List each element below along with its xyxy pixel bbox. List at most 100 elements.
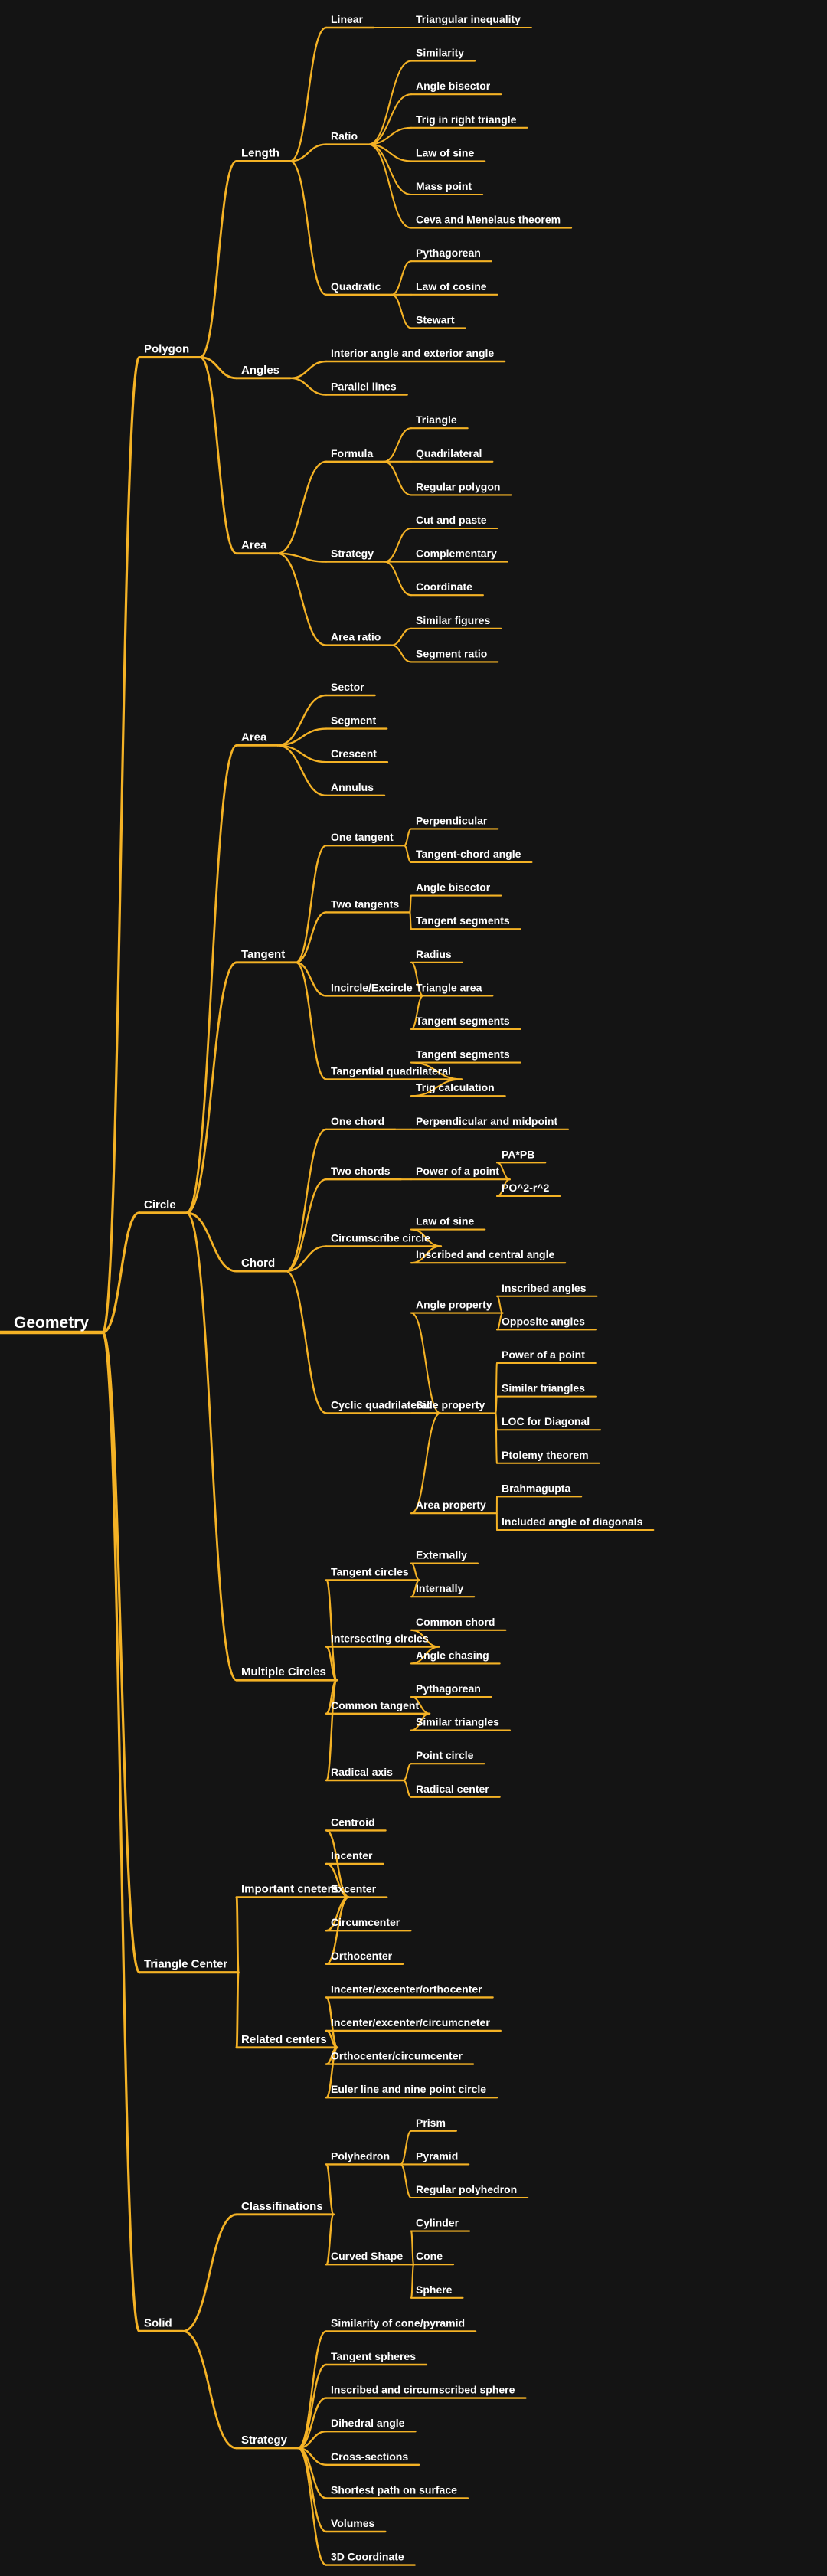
branch-geometry-solid-classifinations-curved-shape-to-cylinder: [410, 2230, 415, 2266]
branch-geometry-circle-tangent-one-tangent-to-perpendicular: [403, 828, 413, 847]
branch-geometry-polygon-length-to-linear: [289, 26, 328, 162]
node-label-geometry-circle-tangent-one-tangent: One tangent: [331, 831, 394, 843]
node-label-geometry-solid-classifinations-polyhedron-regular-polyhedron: Regular polyhedron: [416, 2183, 517, 2195]
node-label-geometry-polygon-area-strategy-cut-and-paste: Cut and paste: [416, 514, 487, 526]
node-label-geometry-circle-chord-two-chords-power-of-a-point-po-2-r-2: PO^2-r^2: [502, 1182, 549, 1194]
branch-geometry-circle-to-multiple-circles: [185, 1211, 238, 1682]
node-label-geometry-solid-classifinations-curved-shape: Curved Shape: [331, 2250, 403, 2262]
branch-geometry-circle-multiple-circles-radical-axis-to-radical-center: [402, 1779, 413, 1798]
branch-geometry-circle-area-to-sector: [276, 694, 328, 747]
branch-geometry-solid-strategy-to-3d-coordinate: [296, 2447, 328, 2566]
branch-geometry-solid-to-classifinations: [181, 2213, 238, 2332]
branch-geometry-polygon-length-to-ratio: [289, 143, 328, 162]
node-label-geometry-polygon-length-ratio-law-of-sine: Law of sine: [416, 146, 474, 159]
node-label-geometry-triangle-center-related-centers-incenter-excenter-orthocenter: Incenter/excenter/orthocenter: [331, 1983, 482, 1995]
node-label-geometry-polygon-length-quadratic-pythagorean: Pythagorean: [416, 247, 481, 259]
node-label-geometry-polygon-length-ratio-similarity: Similarity: [416, 47, 464, 59]
branch-geometry-circle-tangent-incircle-excircle-to-radius: [410, 961, 424, 997]
branch-geometry-polygon-area-area-ratio-to-segment-ratio: [391, 644, 413, 663]
branch-geometry-polygon-to-area: [198, 356, 238, 555]
node-label-geometry-polygon-length-quadratic-stewart: Stewart: [416, 313, 455, 325]
branch-geometry-circle-chord-cyclic-quadrilateral-to-angle-property: [410, 1312, 442, 1414]
node-label-geometry-polygon-area-strategy: Strategy: [331, 548, 374, 560]
node-label-geometry-polygon-length-ratio-ceva-and-menelaus-theorem: Ceva and Menelaus theorem: [416, 214, 561, 226]
branch-geometry-circle-multiple-circles-tangent-circles-to-externally: [410, 1562, 420, 1581]
node-label-geometry-solid-classifinations-curved-shape-cylinder: Cylinder: [416, 2217, 459, 2229]
branch-geometry-circle-multiple-circles-to-tangent-circles: [325, 1579, 338, 1682]
node-label-geometry-circle-tangent-incircle-excircle-tangent-segments: Tangent segments: [416, 1015, 510, 1027]
branch-geometry-polygon-area-strategy-to-coordinate: [383, 561, 413, 597]
branch-geometry-polygon-length-ratio-to-angle-bisector: [367, 93, 413, 145]
node-label-geometry-circle-tangent: Tangent: [241, 948, 285, 961]
node-label-geometry-triangle-center-important-cneters-incenter: Incenter: [331, 1849, 373, 1862]
node-label-geometry-polygon-area-area-ratio-similar-figures: Similar figures: [416, 614, 490, 626]
node-label-geometry-solid-strategy-inscribed-and-circumscribed-sphere: Inscribed and circumscribed sphere: [331, 2384, 515, 2396]
node-label-geometry-circle-tangent-incircle-excircle: Incircle/Excircle: [331, 981, 413, 993]
branch-geometry-polygon-to-length: [198, 160, 238, 358]
node-label-geometry-solid-strategy-tangent-spheres: Tangent spheres: [331, 2350, 416, 2362]
branch-geometry-to-solid: [101, 1331, 141, 2332]
node-label-geometry-circle-chord: Chord: [241, 1257, 275, 1270]
branch-geometry-circle-multiple-circles-common-tangent-to-similar-triangles: [410, 1712, 431, 1731]
branch-geometry-triangle-center-to-important-cneters: [235, 1896, 240, 1974]
node-label-geometry-polygon-angles-parallel-lines: Parallel lines: [331, 381, 397, 393]
branch-geometry-polygon-length-quadratic-to-stewart: [391, 293, 413, 329]
branch-geometry-solid-strategy-to-tangent-spheres: [296, 2363, 328, 2450]
node-label-geometry-circle-chord-one-chord: One chord: [331, 1115, 384, 1127]
branch-geometry-solid-classifinations-to-curved-shape: [325, 2213, 335, 2266]
branch-geometry-circle-chord-cyclic-quadrilateral-angle-property-to-inscribed-angles: [496, 1295, 504, 1314]
branch-geometry-polygon-to-angles: [198, 356, 238, 380]
node-label-geometry-circle-multiple-circles-radical-axis: Radical axis: [331, 1766, 393, 1778]
branch-geometry-solid-strategy-to-inscribed-and-circumscribed-sphere: [296, 2397, 328, 2450]
node-label-geometry-solid-classifinations-curved-shape-cone: Cone: [416, 2250, 443, 2262]
branch-geometry-circle-chord-to-cyclic-quadrilateral: [284, 1270, 328, 1414]
node-label-geometry-circle-chord-two-chords: Two chords: [331, 1165, 391, 1177]
node-label-geometry-solid: Solid: [144, 2316, 172, 2329]
branch-geometry-circle-to-area: [185, 744, 238, 1214]
branch-geometry-circle-tangent-to-one-tangent: [295, 845, 328, 963]
node-label-geometry-polygon-area-formula-triangle: Triangle: [416, 414, 457, 426]
node-label-geometry-solid-classifinations-curved-shape-sphere: Sphere: [416, 2283, 453, 2296]
node-label-geometry-circle-chord-cyclic-quadrilateral: Cyclic quadrilateral: [331, 1398, 430, 1411]
branch-geometry-circle-chord-cyclic-quadrilateral-angle-property-to-opposite-angles: [496, 1312, 504, 1331]
branch-geometry-polygon-area-area-ratio-to-similar-figures: [391, 627, 413, 646]
branch-geometry-circle-chord-to-two-chords: [284, 1178, 328, 1273]
branch-geometry-triangle-center-important-cneters-to-orthocenter: [325, 1896, 350, 1965]
branch-geometry-circle-multiple-circles-intersecting-circles-to-angle-chasing: [410, 1646, 440, 1665]
branch-geometry-polygon-area-formula-to-regular-polygon: [383, 460, 413, 496]
node-label-geometry-polygon-area-formula: Formula: [331, 447, 373, 459]
node-label-geometry-polygon-length-ratio-angle-bisector: Angle bisector: [416, 80, 491, 92]
node-label-geometry: Geometry: [14, 1314, 89, 1332]
node-label-geometry-circle-chord-one-chord-perpendicular-and-midpoint: Perpendicular and midpoint: [416, 1115, 557, 1127]
node-label-geometry-polygon-length: Length: [241, 146, 279, 159]
node-label-geometry-circle-tangent-incircle-excircle-triangle-area: Triangle area: [416, 981, 482, 993]
branch-geometry-polygon-angles-to-interior-angle-and-exterior-angle: [289, 360, 328, 379]
node-label-geometry-polygon-area-formula-quadrilateral: Quadrilateral: [416, 447, 482, 459]
mind-map-branches: [0, 26, 655, 2566]
node-label-geometry-polygon-angles-interior-angle-and-exterior-angle: Interior angle and exterior angle: [331, 347, 494, 359]
node-label-geometry-circle-multiple-circles-intersecting-circles-common-chord: Common chord: [416, 1616, 495, 1628]
node-label-geometry-solid-classifinations-polyhedron: Polyhedron: [331, 2149, 390, 2162]
branch-geometry-solid-classifinations-polyhedron-to-prism: [399, 2130, 413, 2166]
node-label-geometry-solid-strategy-similarity-of-cone-pyramid: Similarity of cone/pyramid: [331, 2316, 465, 2329]
branch-geometry-circle-tangent-tangential-quadrilateral-to-tangent-segments: [410, 1061, 463, 1080]
branch-geometry-solid-to-strategy: [181, 2330, 238, 2450]
node-label-geometry-circle-chord-cyclic-quadrilateral-angle-property-opposite-angles: Opposite angles: [502, 1315, 585, 1327]
node-label-geometry-circle-tangent-two-tangents-tangent-segments: Tangent segments: [416, 914, 510, 927]
branch-geometry-polygon-area-to-area-ratio: [276, 552, 328, 646]
branch-geometry-polygon-area-formula-to-triangle: [383, 427, 413, 463]
node-label-geometry-polygon-length-quadratic: Quadratic: [331, 280, 381, 293]
node-label-geometry-triangle-center-important-cneters-centroid: Centroid: [331, 1816, 375, 1828]
branch-geometry-polygon-length-to-quadratic: [289, 160, 328, 296]
branch-geometry-circle-chord-cyclic-quadrilateral-to-area-property: [410, 1412, 442, 1515]
node-label-geometry-circle-chord-circumscribe-circle: Circumscribe circle: [331, 1231, 430, 1244]
branch-geometry-circle-chord-to-one-chord: [284, 1128, 328, 1273]
branch-geometry-solid-strategy-to-similarity-of-cone-pyramid: [296, 2330, 328, 2450]
branch-geometry-polygon-length-ratio-to-similarity: [367, 60, 413, 145]
node-label-geometry-circle-area-segment: Segment: [331, 714, 376, 727]
node-label-geometry-circle-tangent-two-tangents-angle-bisector: Angle bisector: [416, 881, 491, 894]
node-label-geometry-polygon-length-ratio-trig-in-right-triangle: Trig in right triangle: [416, 113, 517, 126]
branch-geometry-to-triangle-center: [101, 1331, 141, 1974]
